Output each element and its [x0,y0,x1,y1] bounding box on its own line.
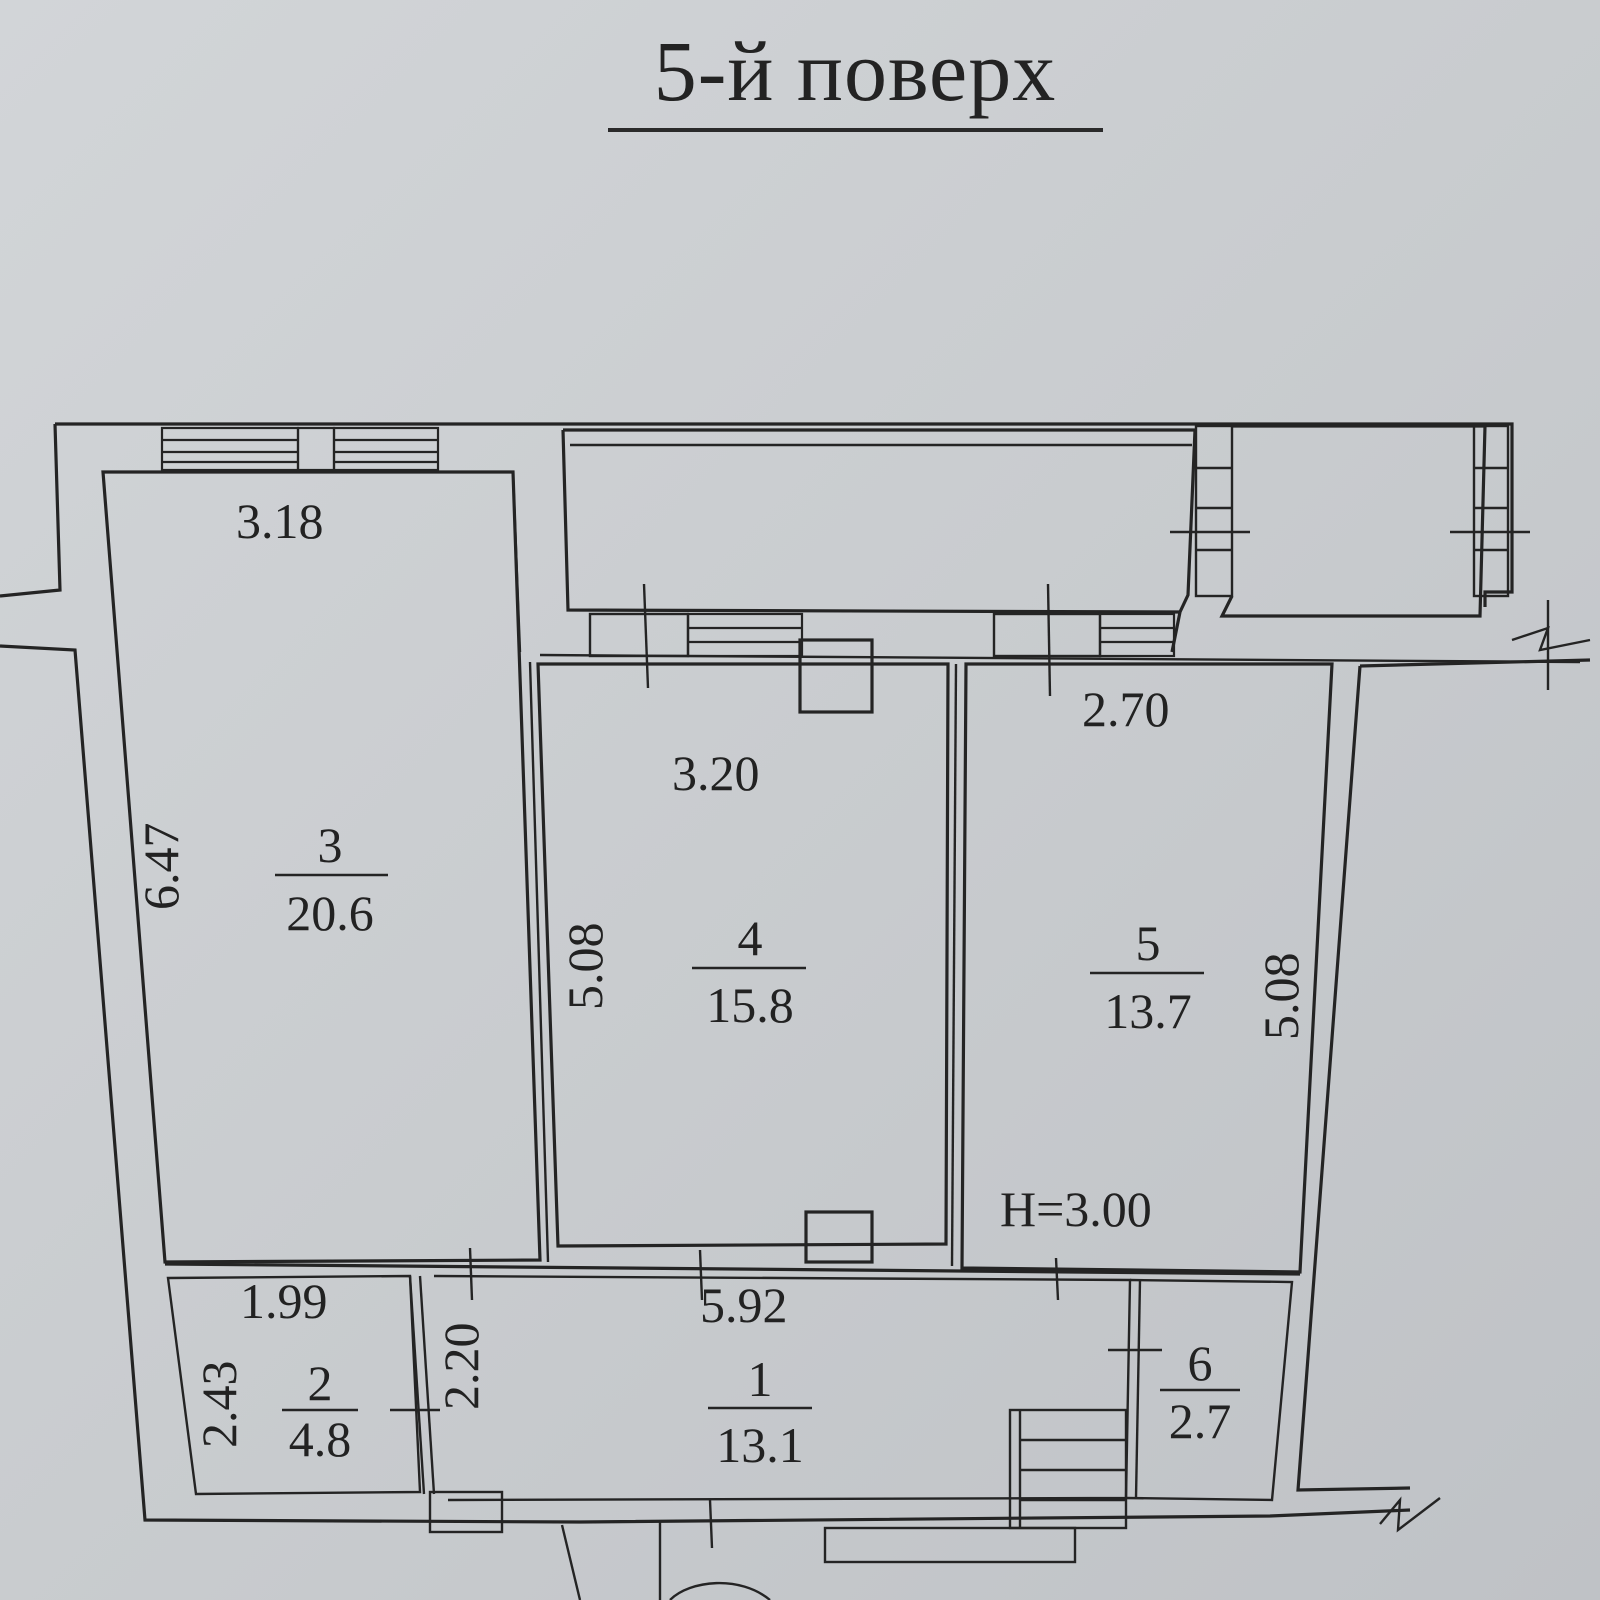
floor-title: 5-й поверх [653,23,1057,119]
title-underline [608,128,1103,132]
room-1-area: 13.1 [716,1417,804,1473]
room-2-area: 4.8 [289,1411,352,1467]
room-6-area: 2.7 [1169,1393,1232,1449]
room-5-outline [950,662,1334,1274]
dim-room4-width: 3.20 [672,745,760,801]
room-6-number: 6 [1188,1335,1213,1391]
room-2-number: 2 [308,1355,333,1411]
dim-room5-length: 5.08 [1253,953,1309,1041]
room-5-area: 13.7 [1104,983,1192,1039]
room-5-number: 5 [1136,915,1161,971]
room-3-number: 3 [318,817,343,873]
dim-room3-width: 3.18 [236,493,324,549]
room-4-outline [528,638,950,1264]
dim-room1-width: 5.92 [700,1277,788,1333]
balcony-wall-strip [539,583,1581,697]
room-1-2-6-outline [164,1247,1441,1600]
dim-room3-length: 6.47 [133,823,189,911]
outer-walls [0,422,1591,1524]
room-labels: 3 20.6 4 15.8 5 13.7 2 4.8 1 13.1 6 2.7 [275,817,1240,1473]
room-1-number: 1 [748,1351,773,1407]
balcony [561,424,1591,690]
room-4-number: 4 [738,910,763,966]
room-3-outline [101,470,542,1264]
room-3-area: 20.6 [286,885,374,941]
room-4-area: 15.8 [706,977,794,1033]
dimension-labels: 3.18 6.47 3.20 5.08 2.70 5.08 1.99 2.43 … [133,493,1309,1448]
dim-room2-width: 1.99 [240,1273,328,1329]
dim-room2-length: 2.43 [191,1361,247,1449]
ceiling-height: H=3.00 [1000,1181,1152,1237]
dim-room4-length: 5.08 [557,923,613,1011]
room-3-window [160,426,440,472]
dim-room1-length: 2.20 [433,1323,489,1411]
dim-room5-width: 2.70 [1082,681,1170,737]
